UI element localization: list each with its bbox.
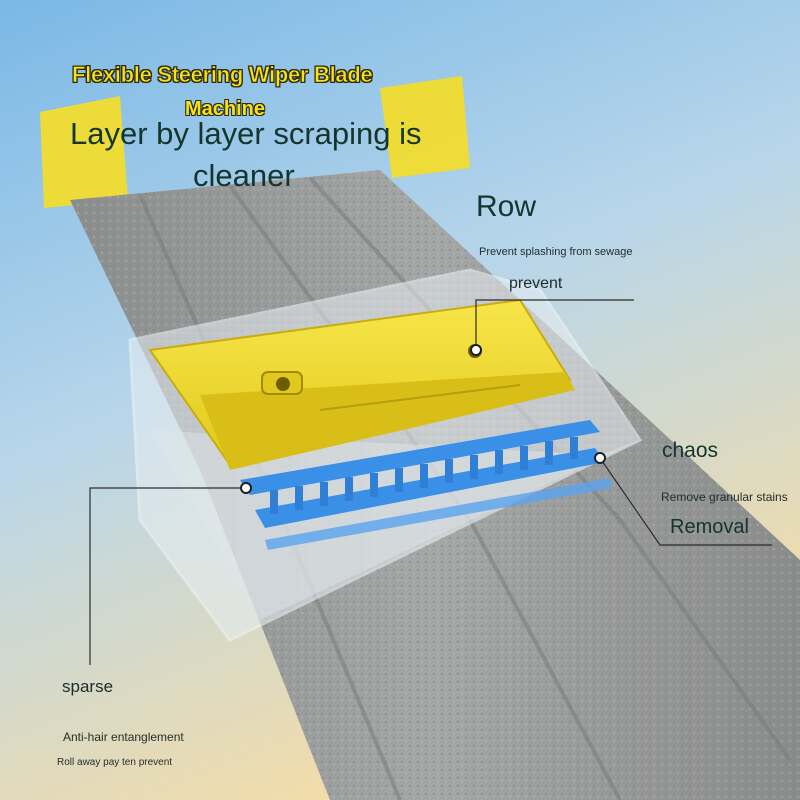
headline-line2: cleaner [193,158,295,193]
callout-prevent: prevent [509,275,563,292]
product-title-line2: Machine [185,98,266,120]
callout-row: Row [476,190,537,223]
callout-prevent-splash: Prevent splashing from sewage [479,246,633,258]
callout-anti-hair: Anti-hair entanglement [63,730,184,744]
callout-roll-away: Roll away pay ten prevent [57,757,173,768]
callout-sparse: sparse [62,677,114,696]
headline-line1: Layer by layer scraping is [70,116,422,151]
product-title-line1: Flexible Steering Wiper Blade [72,62,373,88]
callout-removal: Removal [670,516,749,538]
callout-chaos: chaos [662,439,719,462]
callout-remove-granular: Remove granular stains [661,490,788,504]
